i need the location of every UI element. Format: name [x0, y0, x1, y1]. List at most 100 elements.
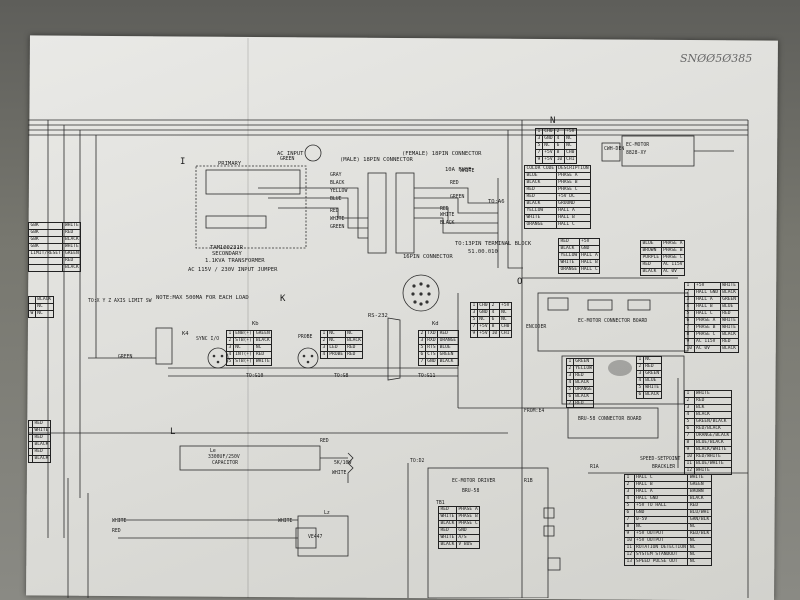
- table-cell: HALL A: [693, 296, 721, 304]
- table-cell: 5: [684, 310, 695, 318]
- table-cell: PHASE C: [693, 331, 721, 339]
- table-cell: 7: [624, 516, 635, 524]
- table-cell: HALL C: [633, 474, 689, 482]
- table-cell: WHITE: [687, 474, 712, 482]
- table-cell: YELLOW: [524, 207, 557, 215]
- table-cell: HALL A: [633, 488, 689, 496]
- lz-label: Lz: [324, 511, 330, 516]
- terminal-block-label: TO:13PIN TERMINAL BLOCK: [455, 241, 532, 247]
- table-cell: 5: [684, 418, 695, 426]
- wire-label: GRAY: [330, 173, 342, 178]
- table-cell: AC 115V: [693, 338, 721, 346]
- table-cell: NC: [687, 558, 712, 566]
- wire-label: BLUE: [330, 197, 342, 202]
- table-cell: GND: [476, 309, 491, 317]
- table-cell: NC: [541, 142, 556, 150]
- table-cell: 13: [624, 558, 635, 566]
- table-cell: HALL C: [578, 266, 601, 274]
- table-cell: PHASE A: [693, 317, 721, 325]
- table-cell: BLACK: [524, 200, 557, 208]
- table-cell: RED: [524, 186, 557, 194]
- green-label: GREEN: [280, 157, 295, 162]
- table-cell: NC: [687, 523, 712, 531]
- table-cell: HALL B: [693, 303, 721, 311]
- table-cell: BLACK: [640, 268, 662, 276]
- table-cell: NC: [34, 310, 54, 318]
- table-row: RED: [28, 420, 51, 428]
- table-cell: HALL A: [555, 207, 592, 215]
- table-cell: ORANGE: [524, 221, 557, 229]
- table-cell: BLACK: [642, 391, 662, 399]
- kd-label: Kd: [432, 321, 439, 327]
- table-cell: 4: [566, 379, 574, 387]
- table-cell: 10: [554, 156, 565, 164]
- table-cell: 10: [684, 345, 695, 353]
- table-cell: RED: [32, 420, 51, 428]
- terminal-part-label: 51.00.010: [468, 249, 498, 255]
- table-cell: RED/BLK: [687, 530, 712, 538]
- table-cell: 4: [636, 377, 644, 385]
- table-cell: 4: [624, 495, 635, 503]
- table-cell: 10: [489, 330, 500, 338]
- table-cell: GREEN: [719, 296, 739, 304]
- table-cell: WHITE: [693, 467, 732, 475]
- table-cell: NC: [687, 537, 712, 545]
- table-cell: GBK: [27, 229, 64, 237]
- table-cell: 8: [684, 439, 695, 447]
- to-g11-label: TO:G11: [418, 374, 436, 379]
- table-cell: RED: [687, 502, 712, 510]
- table-cell: PHASE C: [455, 520, 481, 528]
- table-cell: 5: [624, 502, 635, 510]
- table-cell: AC 0V: [660, 268, 685, 276]
- table-cell: 3: [624, 488, 635, 496]
- sixteen-pin-label: 16PIN CONNECTOR: [403, 254, 453, 260]
- table-cell: RED: [719, 338, 739, 346]
- table-cell: BLK: [693, 404, 732, 412]
- table-cell: BLACK: [253, 337, 273, 345]
- table-row: RED: [28, 434, 51, 442]
- table-cell: CH1: [563, 156, 577, 164]
- table-cell: +5V: [476, 330, 491, 338]
- table-cell: 1: [226, 330, 234, 338]
- table-cell: 3: [320, 344, 328, 352]
- transformer-part-label: TAM100231R: [210, 245, 244, 251]
- table-cell: 1: [535, 128, 543, 136]
- table-cell: RED: [438, 506, 457, 514]
- table-cell: GREEN: [642, 370, 662, 378]
